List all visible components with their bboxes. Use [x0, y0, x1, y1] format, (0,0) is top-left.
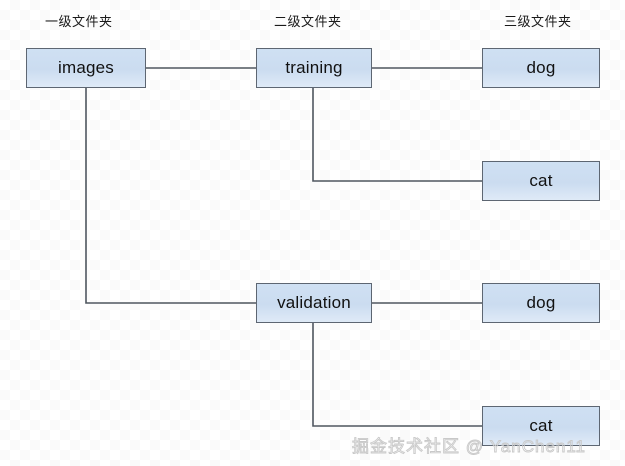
- column-label-level-3: 三级文件夹: [504, 14, 572, 29]
- node-training-cat[interactable]: cat: [482, 161, 600, 201]
- node-validation[interactable]: validation: [256, 283, 372, 323]
- node-validation-dog[interactable]: dog: [482, 283, 600, 323]
- node-images[interactable]: images: [26, 48, 146, 88]
- node-training[interactable]: training: [256, 48, 372, 88]
- edge-validation-to-cat: [312, 322, 483, 427]
- column-label-level-2: 二级文件夹: [274, 14, 342, 29]
- node-validation-cat[interactable]: cat: [482, 406, 600, 446]
- column-label-level-1: 一级文件夹: [45, 14, 113, 29]
- node-training-dog[interactable]: dog: [482, 48, 600, 88]
- edge-training-to-cat: [312, 87, 483, 182]
- edge-images-to-validation: [85, 87, 257, 304]
